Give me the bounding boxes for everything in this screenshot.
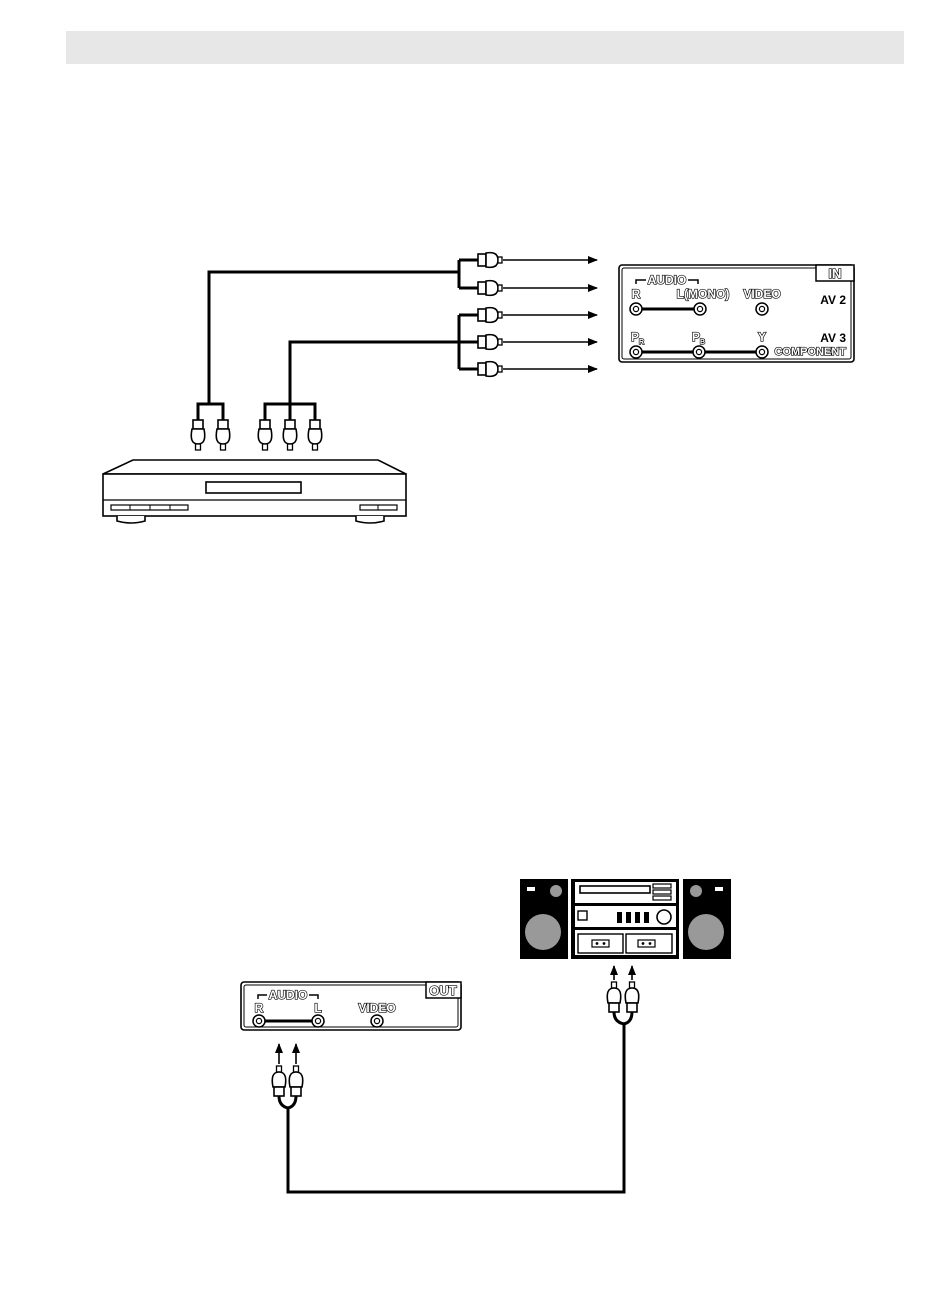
- plug-audio-r: [478, 253, 502, 268]
- cable-audio-top: [209, 260, 478, 404]
- plug-y: [478, 362, 502, 377]
- out-label: OUT: [429, 983, 457, 998]
- plug-group-component: [265, 404, 315, 420]
- y-label: Y: [758, 330, 766, 344]
- jack-pb: [693, 346, 705, 358]
- plug-audio-l: [478, 281, 502, 296]
- plug-down-2: [216, 420, 230, 450]
- audio-cable-bottom: [279, 1012, 632, 1192]
- av3-label: AV 3: [820, 331, 846, 345]
- audio-out-panel: OUT AUDIO R L VIDEO: [241, 982, 461, 1030]
- cable-component-top: [290, 315, 478, 404]
- out-r-label: R: [255, 1001, 264, 1015]
- plug-pb: [478, 335, 502, 350]
- jack-audio-r: [630, 303, 642, 315]
- arrows-to-stereo: [614, 966, 632, 980]
- av2-label: AV 2: [820, 293, 846, 307]
- dvd-player-illustration: [103, 460, 406, 523]
- jack-out-r: [253, 1015, 265, 1027]
- jack-out-l: [312, 1015, 324, 1027]
- plug-down-1: [191, 420, 205, 450]
- stereo-system-illustration: [520, 879, 731, 959]
- in-label: IN: [829, 266, 842, 281]
- l-mono-label: L(MONO): [677, 287, 730, 301]
- jack-audio-l: [694, 303, 706, 315]
- plug-down-5: [308, 420, 322, 450]
- av-input-panel: IN AUDIO R L(MONO) VIDEO AV 2 PR PB Y AV…: [619, 265, 854, 362]
- arrows-to-panel: [503, 260, 597, 369]
- video-label: VIDEO: [743, 287, 780, 301]
- jack-video: [756, 303, 768, 315]
- out-audio-label: AUDIO: [269, 988, 308, 1002]
- plug-group-audio: [198, 404, 223, 420]
- arrows-to-out-panel: [279, 1044, 296, 1064]
- plug-down-3: [258, 420, 272, 450]
- plug-up-stereo-2: [625, 982, 639, 1012]
- out-video-label: VIDEO: [358, 1001, 395, 1015]
- jack-pr: [630, 346, 642, 358]
- plug-up-out-2: [289, 1066, 303, 1096]
- component-label: COMPONENT: [775, 346, 847, 358]
- plug-up-stereo-1: [607, 982, 621, 1012]
- plug-up-out-1: [272, 1066, 286, 1096]
- out-l-label: L: [314, 1001, 321, 1015]
- r-label: R: [632, 287, 641, 301]
- audio-label: AUDIO: [648, 273, 687, 287]
- plug-down-4: [283, 420, 297, 450]
- plug-pr: [478, 308, 502, 323]
- jack-y: [756, 346, 768, 358]
- jack-out-video: [371, 1015, 383, 1027]
